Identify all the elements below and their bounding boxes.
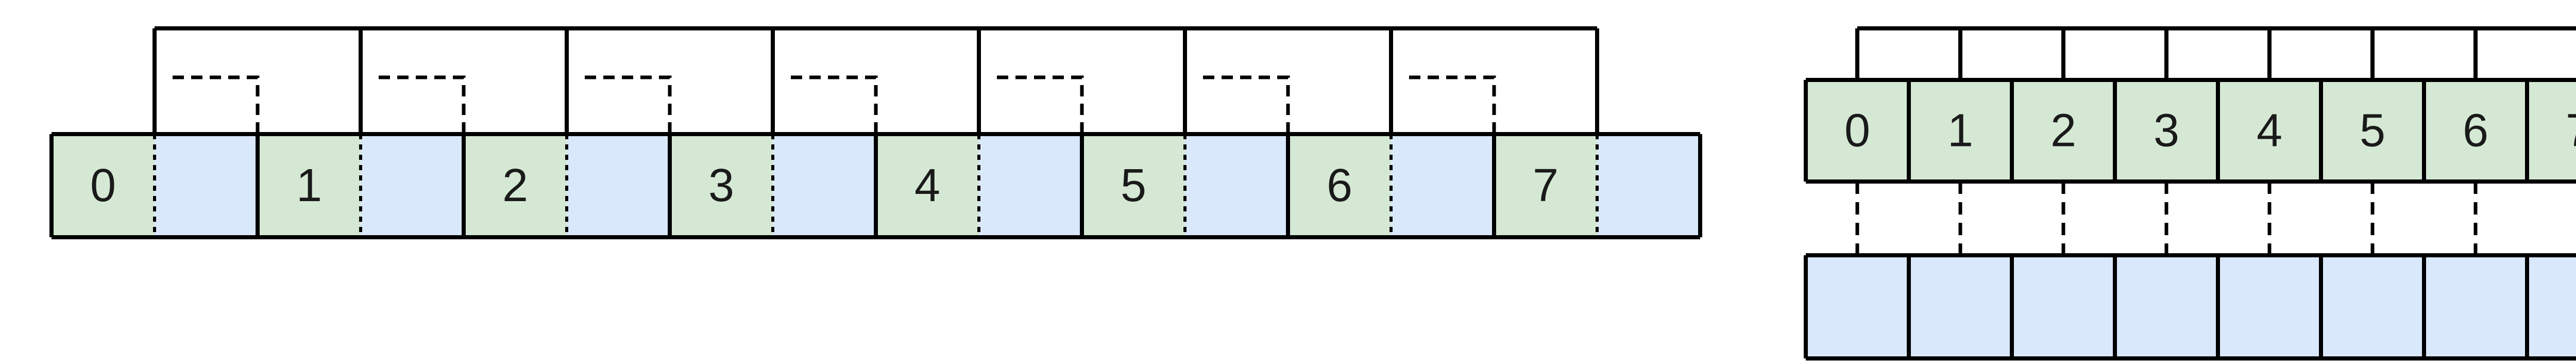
index-label: 3 (2154, 105, 2179, 157)
index-cell (2527, 80, 2576, 182)
index-label: 4 (914, 160, 940, 211)
dashed-step-connector (379, 75, 466, 134)
index-cell (1909, 80, 2012, 182)
data-cell (2321, 255, 2424, 358)
dashed-step-connector (1409, 75, 1496, 134)
index-label: 7 (2566, 105, 2576, 157)
dashed-step-connector (585, 75, 672, 134)
index-label: 1 (296, 160, 322, 211)
dashed-step-connector (1203, 75, 1290, 134)
index-cell (2115, 80, 2218, 182)
index-label: 4 (2257, 105, 2282, 157)
index-label: 3 (708, 160, 734, 211)
index-label: 6 (1327, 160, 1352, 211)
index-cell (1806, 80, 1909, 182)
data-cell (1806, 255, 1909, 358)
index-cell (1082, 134, 1185, 237)
dashed-step-connector (173, 75, 260, 134)
index-label: 5 (1121, 160, 1146, 211)
dashed-step-connector (791, 75, 878, 134)
data-cell (1909, 255, 2012, 358)
data-cell (2424, 255, 2527, 358)
index-label: 0 (90, 160, 116, 211)
data-cell (361, 134, 464, 237)
data-cell (773, 134, 876, 237)
data-cell (2012, 255, 2115, 358)
index-cell (670, 134, 773, 237)
data-cell (155, 134, 258, 237)
index-cell (1494, 134, 1597, 237)
index-cell (1288, 134, 1391, 237)
index-label: 1 (1947, 105, 1973, 157)
index-cell (258, 134, 361, 237)
data-cell (1185, 134, 1288, 237)
index-label: 5 (2360, 105, 2385, 157)
index-cell (464, 134, 567, 237)
interleaved-array: 0 1 2 3 4 5 6 7 (49, 26, 1702, 239)
data-cell (1391, 134, 1494, 237)
data-cell (567, 134, 670, 237)
index-cell (2321, 80, 2424, 182)
data-cell (979, 134, 1082, 237)
index-cell (2012, 80, 2115, 182)
data-cell (2527, 255, 2576, 358)
data-cell (2218, 255, 2321, 358)
index-label: 0 (1844, 105, 1870, 157)
index-cell (52, 134, 155, 237)
index-label: 2 (502, 160, 528, 211)
index-label: 7 (1533, 160, 1558, 211)
dashed-step-connector (997, 75, 1084, 134)
index-label: 2 (2050, 105, 2076, 157)
data-cell (1597, 134, 1700, 237)
index-cell (2218, 80, 2321, 182)
index-label: 6 (2463, 105, 2488, 157)
index-cell (876, 134, 979, 237)
data-cell (2115, 255, 2218, 358)
index-cell (2424, 80, 2527, 182)
split-arrays: 0 1 2 3 4 5 6 7 (1804, 26, 2576, 360)
